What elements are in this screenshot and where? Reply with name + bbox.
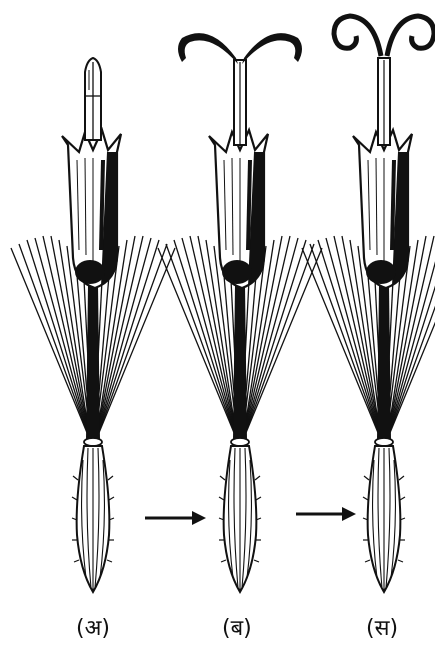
arrow-a-to-b [145,511,206,525]
stage-label-a: (अ) [76,612,110,642]
floret-stage-b [158,33,322,592]
arrow-b-to-c [296,507,356,521]
stage-label-c: (स) [366,612,398,642]
curled-stigma [334,16,434,56]
closed-style-tip [85,58,101,140]
stage-label-b: (ब) [222,612,252,642]
floret-stage-a [11,58,175,592]
floret-stage-c [302,16,435,592]
